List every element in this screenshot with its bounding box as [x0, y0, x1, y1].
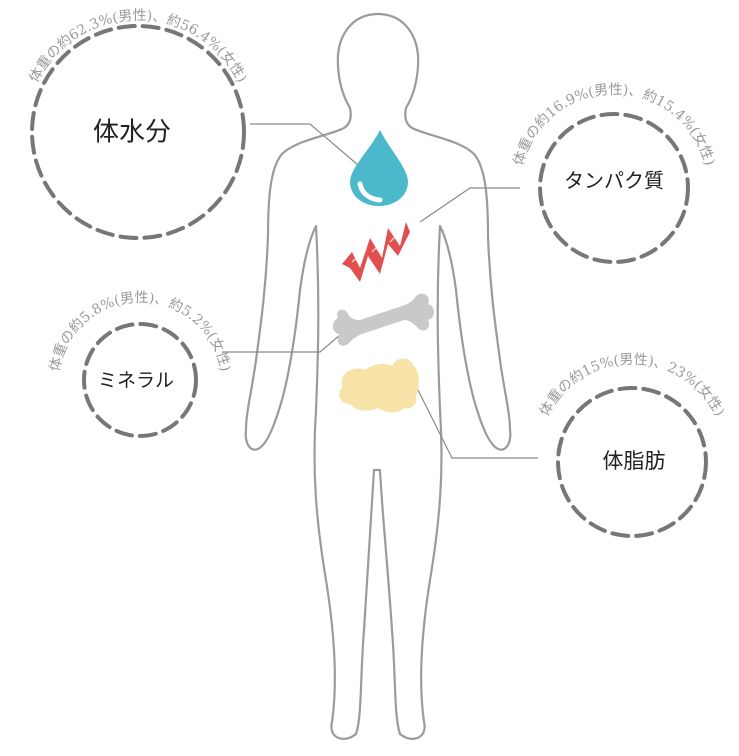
fat-caption: 体重の約15%(男性)、23%(女性) [537, 352, 728, 419]
protein-caption: 体重の約16.9%(男性)、約15.4%(女性) [511, 82, 717, 168]
water-label: 体水分 [93, 118, 171, 148]
mineral-caption: 体重の約5.8%(男性)、約5.2%(女性) [47, 290, 233, 373]
fat-label: 体脂肪 [603, 449, 666, 473]
water-caption: 体重の約62.3%(男性)、約56.4%(女性) [26, 8, 249, 85]
protein-label: タンパク質 [564, 169, 664, 193]
mineral-label: ミネラル [98, 370, 174, 392]
